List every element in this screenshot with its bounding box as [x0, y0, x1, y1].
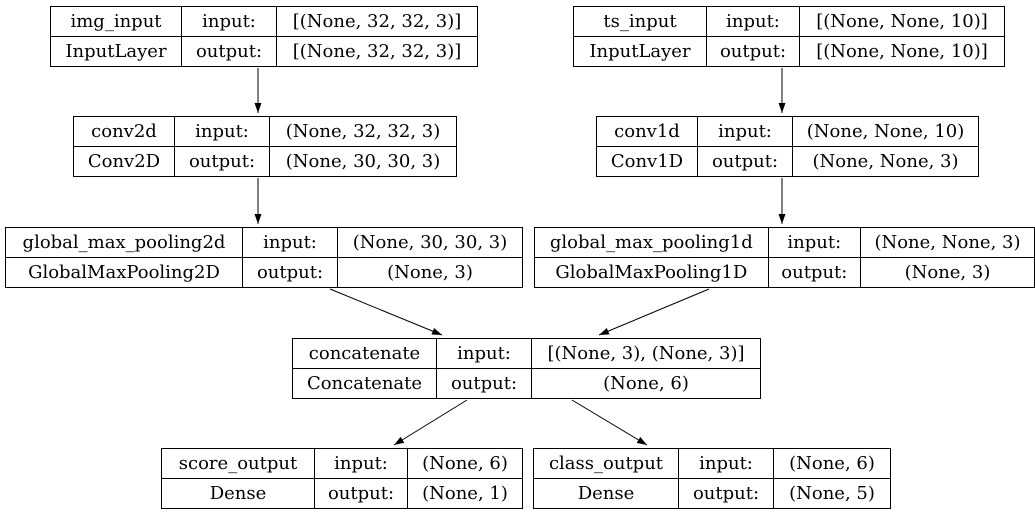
layer-type: InputLayer	[50, 36, 182, 67]
layer-record-table: concatenate input: [(None, 3), (None, 3)…	[292, 338, 761, 399]
layer-type: InputLayer	[573, 36, 707, 67]
layer-record-table: conv1d input: (None, None, 10) Conv1D ou…	[596, 116, 979, 177]
output-label: output:	[706, 36, 800, 67]
layer-node-ts-input: ts_input input: [(None, None, 10)] Input…	[573, 6, 1005, 67]
output-shape: (None, 5)	[773, 478, 891, 509]
input-shape: (None, None, 3)	[859, 227, 1035, 258]
layer-node-conv1d: conv1d input: (None, None, 10) Conv1D ou…	[596, 116, 979, 177]
input-label: input:	[174, 116, 270, 147]
layer-name: conv2d	[73, 116, 175, 147]
output-shape: (None, 3)	[337, 257, 523, 288]
output-shape: (None, 30, 30, 3)	[269, 146, 457, 177]
output-label: output:	[697, 146, 793, 177]
layer-type: Dense	[533, 478, 679, 509]
layer-name: concatenate	[292, 338, 437, 369]
output-shape: (None, None, 3)	[792, 146, 979, 177]
layer-node-score-output: score_output input: (None, 6) Dense outp…	[161, 448, 523, 509]
input-shape: (None, 32, 32, 3)	[269, 116, 457, 147]
layer-record-table: global_max_pooling2d input: (None, 30, 3…	[5, 227, 523, 288]
output-shape: (None, 1)	[407, 478, 523, 509]
input-label: input:	[697, 116, 793, 147]
output-label: output:	[436, 368, 532, 399]
layer-type: GlobalMaxPooling2D	[5, 257, 243, 288]
output-shape: (None, 3)	[859, 257, 1035, 288]
output-shape: (None, 6)	[531, 368, 761, 399]
edge-concatenate-class_output	[571, 399, 648, 446]
layer-node-class-output: class_output input: (None, 6) Dense outp…	[533, 448, 891, 509]
layer-name: score_output	[161, 448, 315, 479]
output-label: output:	[314, 478, 408, 509]
output-label: output:	[767, 257, 861, 288]
layer-record-table: img_input input: [(None, 32, 32, 3)] Inp…	[50, 6, 478, 67]
output-shape: [(None, None, 10)]	[799, 36, 1005, 67]
layer-node-img-input: img_input input: [(None, 32, 32, 3)] Inp…	[50, 6, 478, 67]
layer-node-global-max-pooling1d: global_max_pooling1d input: (None, None,…	[534, 227, 1035, 288]
layer-record-table: ts_input input: [(None, None, 10)] Input…	[573, 6, 1005, 67]
layer-name: conv1d	[596, 116, 698, 147]
edge-global_max_pooling2d-concatenate	[329, 288, 443, 336]
output-label: output:	[678, 478, 774, 509]
layer-type: Conv1D	[596, 146, 698, 177]
layer-type: Concatenate	[292, 368, 437, 399]
edge-concatenate-score_output	[393, 399, 468, 446]
layer-name: ts_input	[573, 6, 707, 37]
output-shape: [(None, 32, 32, 3)]	[276, 36, 478, 67]
input-label: input:	[767, 227, 861, 258]
layer-name: class_output	[533, 448, 679, 479]
output-label: output:	[174, 146, 270, 177]
input-label: input:	[181, 6, 277, 37]
input-shape: (None, 6)	[407, 448, 523, 479]
layer-node-global-max-pooling2d: global_max_pooling2d input: (None, 30, 3…	[5, 227, 523, 288]
output-label: output:	[242, 257, 338, 288]
layer-record-table: conv2d input: (None, 32, 32, 3) Conv2D o…	[73, 116, 457, 177]
layer-name: global_max_pooling1d	[534, 227, 769, 258]
layer-node-conv2d: conv2d input: (None, 32, 32, 3) Conv2D o…	[73, 116, 457, 177]
layer-type: Dense	[161, 478, 315, 509]
input-shape: [(None, 32, 32, 3)]	[276, 6, 478, 37]
output-label: output:	[181, 36, 277, 67]
layer-record-table: global_max_pooling1d input: (None, None,…	[534, 227, 1035, 288]
input-shape: (None, 30, 30, 3)	[337, 227, 523, 258]
input-label: input:	[706, 6, 800, 37]
input-label: input:	[314, 448, 408, 479]
input-label: input:	[436, 338, 532, 369]
input-shape: [(None, None, 10)]	[799, 6, 1005, 37]
input-label: input:	[242, 227, 338, 258]
input-shape: (None, 6)	[773, 448, 891, 479]
edge-global_max_pooling1d-concatenate	[598, 288, 710, 336]
layer-record-table: class_output input: (None, 6) Dense outp…	[533, 448, 891, 509]
layer-type: GlobalMaxPooling1D	[534, 257, 769, 288]
layer-name: global_max_pooling2d	[5, 227, 243, 258]
layer-type: Conv2D	[73, 146, 175, 177]
input-label: input:	[678, 448, 774, 479]
layer-node-concatenate: concatenate input: [(None, 3), (None, 3)…	[292, 338, 761, 399]
input-shape: [(None, 3), (None, 3)]	[531, 338, 761, 369]
input-shape: (None, None, 10)	[792, 116, 979, 147]
layer-name: img_input	[50, 6, 182, 37]
layer-record-table: score_output input: (None, 6) Dense outp…	[161, 448, 523, 509]
